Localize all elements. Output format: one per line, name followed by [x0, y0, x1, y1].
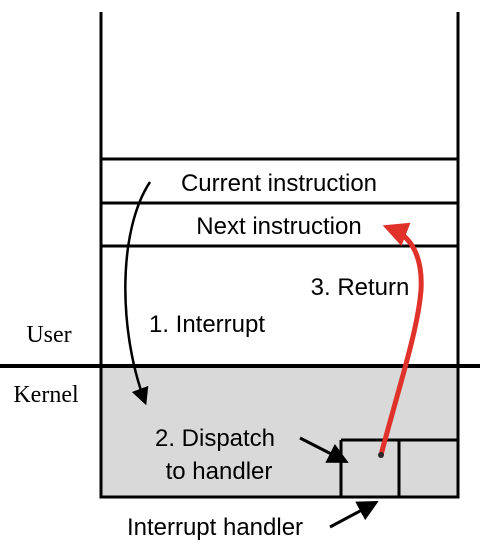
dispatch-step-label-line1: 2. Dispatch — [155, 425, 275, 452]
return-step-label: 3. Return — [311, 274, 410, 301]
dispatch-step-label-line2: to handler — [166, 458, 273, 485]
interrupt-step-label: 1. Interrupt — [149, 311, 265, 338]
interrupt-handler-arrow — [329, 501, 379, 529]
user-mode-label: User — [26, 322, 71, 348]
next-instruction-label: Next instruction — [196, 213, 361, 240]
return-arrow — [378, 222, 424, 458]
interrupt-handler-label: Interrupt handler — [127, 514, 303, 541]
dispatch-arrow — [299, 436, 349, 463]
kernel-mode-label: Kernel — [13, 382, 79, 408]
current-instruction-label: Current instruction — [181, 170, 377, 197]
return-origin-dot — [378, 452, 384, 458]
interrupt-arrow — [124, 181, 152, 406]
